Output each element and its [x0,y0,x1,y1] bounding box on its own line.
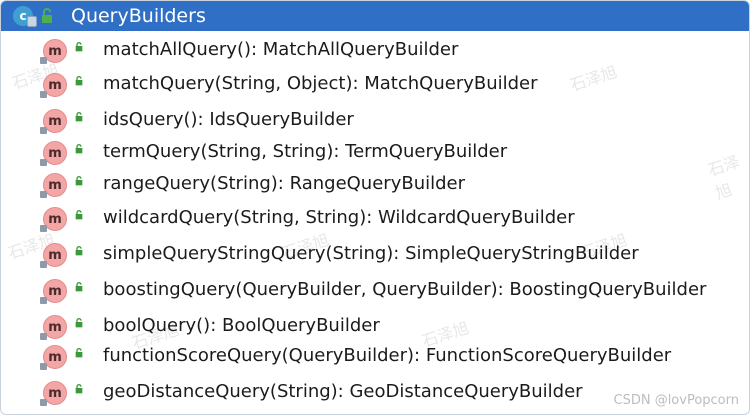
method-row[interactable]: m simpleQueryStringQuery(String): SimpleQ… [1,241,749,275]
method-row[interactable]: m rangeQuery(String): RangeQueryBuilder [1,171,749,205]
method-pin-icon [40,225,47,232]
method-signature: matchAllQuery(): MatchAllQueryBuilder [103,39,459,60]
method-signature: boostingQuery(QueryBuilder, QueryBuilder… [103,279,707,300]
lock-icon [75,282,83,292]
method-row[interactable]: m boolQuery(): BoolQueryBuilder [1,313,749,347]
method-signature: functionScoreQuery(QueryBuilder): Functi… [103,345,672,366]
method-pin-icon [40,363,47,370]
lock-icon [75,210,83,220]
lock-icon [75,112,83,122]
method-pin-icon [40,297,47,304]
lock-icon [75,76,83,86]
method-pin-icon [40,91,47,98]
method-row[interactable]: m functionScoreQuery(QueryBuilder): Funct… [1,343,749,377]
method-signature: matchQuery(String, Object): MatchQueryBu… [103,73,538,94]
method-signature: rangeQuery(String): RangeQueryBuilder [103,173,466,194]
method-icon: m [43,39,67,63]
method-pin-icon [40,127,47,134]
method-icon: m [43,279,67,303]
method-pin-icon [40,399,47,406]
lock-icon [75,384,83,394]
method-pin-icon [40,191,47,198]
method-signature: wildcardQuery(String, String): WildcardQ… [103,207,575,228]
method-icon: m [43,73,67,97]
method-icon: m [43,109,67,133]
method-signature: idsQuery(): IdsQueryBuilder [103,109,354,130]
lock-icon [75,144,83,154]
method-row[interactable]: m geoDistanceQuery(String): GeoDistanceQu… [1,379,749,413]
lock-icon [75,318,83,328]
lock-icon [75,348,83,358]
popup-header: c QueryBuilders [1,1,749,31]
method-pin-icon [40,261,47,268]
method-signature: simpleQueryStringQuery(String): SimpleQu… [103,243,639,264]
method-icon: m [43,141,67,165]
method-row[interactable]: m termQuery(String, String): TermQueryBui… [1,139,749,173]
lock-icon [42,8,52,23]
method-icon: m [43,381,67,405]
method-row[interactable]: m idsQuery(): IdsQueryBuilder [1,107,749,141]
method-pin-icon [40,333,47,340]
method-icon: m [43,345,67,369]
method-row[interactable]: m wildcardQuery(String, String): Wildcard… [1,205,749,239]
method-pin-icon [40,159,47,166]
csdn-credit: CSDN @lovPopcorn [613,393,740,408]
class-title: QueryBuilders [71,5,206,27]
lock-icon [75,246,83,256]
method-signature: geoDistanceQuery(String): GeoDistanceQue… [103,381,583,402]
method-signature: boolQuery(): BoolQueryBuilder [103,315,380,336]
lock-icon [75,176,83,186]
method-row[interactable]: m matchAllQuery(): MatchAllQueryBuilder [1,37,749,71]
lock-icon [75,42,83,52]
class-pin-icon [27,16,37,27]
method-icon: m [43,173,67,197]
method-icon: m [43,207,67,231]
method-row[interactable]: m matchQuery(String, Object): MatchQueryB… [1,71,749,105]
method-icon: m [43,315,67,339]
method-icon: m [43,243,67,267]
method-signature: termQuery(String, String): TermQueryBuil… [103,141,508,162]
method-pin-icon [40,57,47,64]
method-row[interactable]: m boostingQuery(QueryBuilder, QueryBuilde… [1,277,749,311]
